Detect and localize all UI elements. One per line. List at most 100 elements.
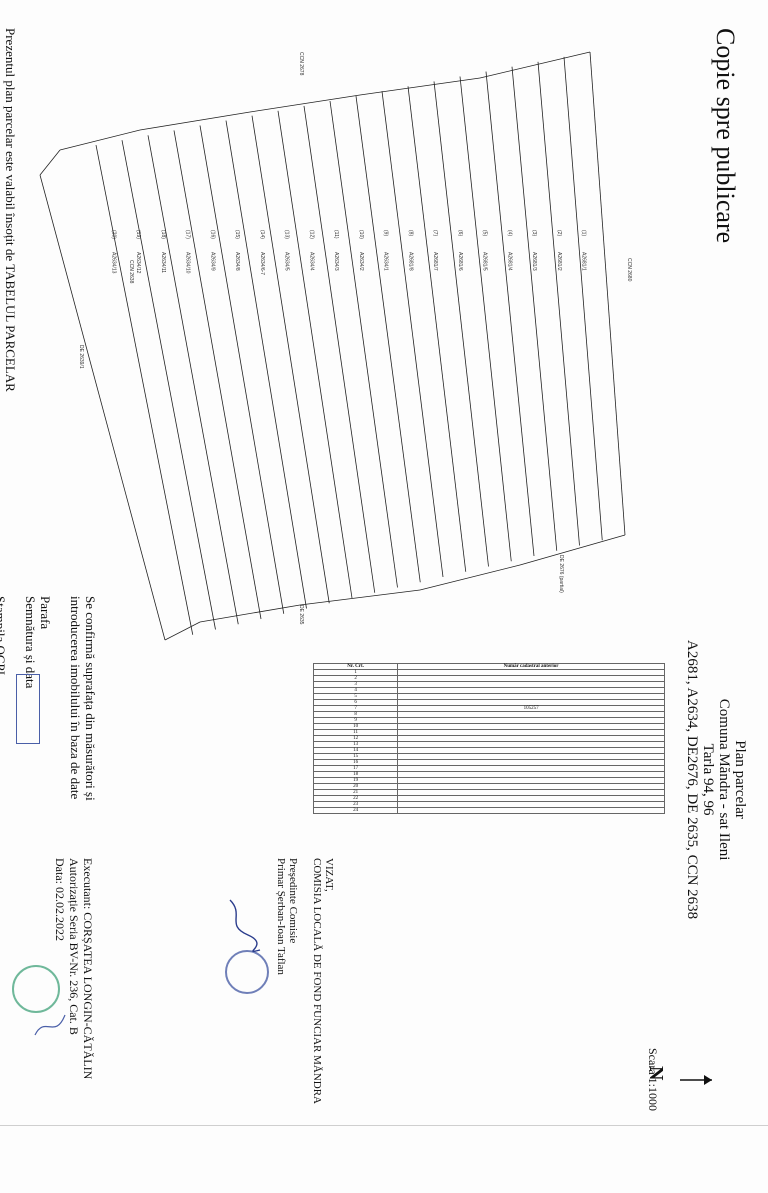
confirmation-line: Ștampila OCPI xyxy=(0,596,8,676)
parcel-boundary xyxy=(355,96,421,583)
confirmation-line: introducerea imobilului în baza de date xyxy=(68,596,83,800)
confirmation-line: Se confirmă suprafața din măsurători și xyxy=(83,596,98,801)
parcel-boundary xyxy=(433,81,489,567)
parcel-number: (11) xyxy=(333,230,339,239)
parcel-boundary xyxy=(147,135,239,625)
road-ccn-2678 xyxy=(249,94,361,113)
north-arrow-icon xyxy=(680,1075,712,1085)
parcel-boundary xyxy=(251,115,330,604)
parcel-boundary xyxy=(511,66,558,551)
parcel-number: (8) xyxy=(407,230,413,236)
parcel-number: (19) xyxy=(135,230,141,239)
parcel-boundaries xyxy=(39,51,626,641)
parcel-boundary xyxy=(173,130,262,620)
parcel-code: A2681/7 xyxy=(432,252,438,271)
road-ccn-2678 xyxy=(359,77,481,96)
confirmation-block: Se confirmă suprafața din măsurători și … xyxy=(0,596,98,801)
parcel-code: A2634/3 xyxy=(333,252,339,271)
executant-line: Executant: CORȘATEA LONGIN-CĂTĂLIN xyxy=(81,858,95,1080)
road-de-2676 xyxy=(299,589,421,606)
confirmation-line xyxy=(53,596,68,801)
parcel-code: A2681/6 xyxy=(457,252,463,271)
parcel-code: A2681/8 xyxy=(407,252,413,271)
plan-heading-line: Plan parcelar xyxy=(732,740,748,819)
parcel-boundary xyxy=(95,145,194,635)
parcel-number: (7) xyxy=(432,230,438,236)
parcel-number: (13) xyxy=(284,230,290,239)
parcel-code: A2634/5 xyxy=(284,252,290,271)
parcel-boundary xyxy=(563,56,603,541)
parcel-number: (10) xyxy=(358,230,364,239)
road-de-2676 xyxy=(199,604,301,623)
ocpi-stamp xyxy=(16,674,40,744)
table-cell: 24 xyxy=(312,807,399,814)
parcel-number: (16) xyxy=(209,230,215,239)
parcel-code: A2634/11 xyxy=(160,252,166,273)
parcel-number: (5) xyxy=(482,230,488,236)
commission-block: VIZAT, COMISIA LOCALĂ DE FOND FUNCIAR MĂ… xyxy=(275,858,335,1104)
parcel-boundary xyxy=(277,110,353,599)
road-label: CCN 2638 xyxy=(128,260,134,284)
parcel-boundary xyxy=(329,100,398,588)
parcel-labels: (1)A2681/1(2)A2681/2(3)A2681/3(4)A2681/4… xyxy=(78,52,632,625)
parcel-number: (4) xyxy=(506,230,512,236)
parcel-code: A2681/2 xyxy=(556,252,562,271)
commission-line: Primar Șerban-Ioan Taflan xyxy=(275,858,287,975)
north-label: N xyxy=(645,1066,667,1081)
road-label: CCN 2680 xyxy=(626,258,632,282)
parcel-number: (12) xyxy=(308,230,314,239)
parcel-code: A2634/1 xyxy=(383,252,389,271)
road-ccn-2678 xyxy=(479,51,591,79)
parcel-number: (15) xyxy=(234,230,240,239)
parcel-boundary xyxy=(303,105,376,593)
plan-heading: Plan parcelar Comuna Măndra - sat Ileni … xyxy=(684,640,748,919)
road-ccn-2678 xyxy=(139,111,251,131)
road-label: DE 2635 xyxy=(298,605,304,625)
parcel-code: A2681/1 xyxy=(581,252,587,271)
parcel-code: A2634/9 xyxy=(209,252,215,271)
validity-note: Prezentul plan parcelar este valabil îns… xyxy=(3,28,18,392)
plan-heading-line: Comuna Măndra - sat Ileni xyxy=(716,698,732,861)
road-label: CCN 2678 xyxy=(298,52,304,76)
signature-icon xyxy=(229,899,261,952)
plan-heading-line: Tarla 94, 96 xyxy=(700,743,716,816)
parcel-code: A2634/10 xyxy=(185,252,191,274)
executant-line: Data: 02.02.2022 xyxy=(53,858,67,941)
commission-line: Președinte Comisie xyxy=(287,858,299,944)
document-title: Copie spre publicare xyxy=(711,28,740,244)
parcel-code: A2634/8 xyxy=(234,252,240,271)
road-label: DE 2639/1 xyxy=(78,345,84,369)
road-label: DE 2676 (partial) xyxy=(558,555,564,593)
plan-heading-line: A2681, A2634, DE2676, DE 2635, CCN 2638 xyxy=(684,640,700,920)
parcel-code: A2634/6-7 xyxy=(259,252,265,275)
parcel-boundary xyxy=(459,76,512,562)
parcel-boundary xyxy=(121,140,216,630)
road-ccn-2678 xyxy=(59,129,141,151)
road-de-2676 xyxy=(519,534,626,566)
commission-seal xyxy=(225,950,269,994)
parcel-code: A2634/4 xyxy=(308,252,314,271)
parcel-boundary xyxy=(381,91,444,578)
road-de-2676 xyxy=(419,564,521,591)
parcel-boundary xyxy=(199,125,285,614)
commission-line xyxy=(299,858,311,1104)
commission-line: VIZAT, xyxy=(323,858,335,892)
parcel-number: (14) xyxy=(259,230,265,239)
executant-line: Autorizație Seria BV-Nr. 236, Cat. B xyxy=(67,858,81,1035)
parcel-code: A2681/5 xyxy=(482,252,488,271)
parcel-boundary xyxy=(485,71,535,557)
commission-line: COMISIA LOCALĂ DE FOND FUNCIAR MĂNDRA xyxy=(311,858,323,1104)
parcel-number: (9) xyxy=(383,230,389,236)
road-de-2676 xyxy=(164,621,201,641)
road-ccn-2678 xyxy=(39,149,61,176)
parcel-number: (3) xyxy=(531,230,537,236)
parcel-number: (1) xyxy=(581,230,587,236)
parcel-number: (2) xyxy=(556,230,562,236)
parcel-number: (17) xyxy=(185,230,191,239)
executant-seal xyxy=(12,965,60,1013)
parcel-code: A2634/13 xyxy=(110,252,116,274)
parcel-number: (20) xyxy=(110,230,116,239)
parcel-boundary xyxy=(537,61,580,546)
